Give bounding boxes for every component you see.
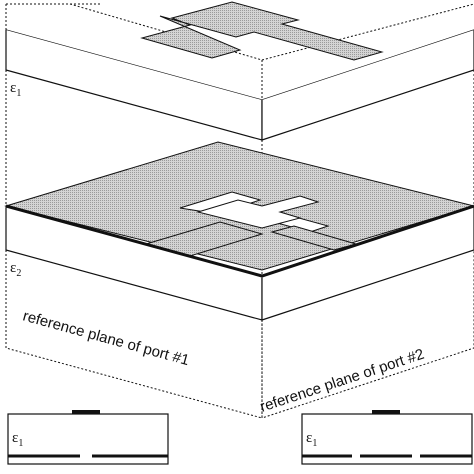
top-hidden-diagonal bbox=[69, 3, 474, 61]
cross-section-right-slot-b bbox=[412, 454, 420, 458]
bottom-slab-right-side bbox=[261, 208, 474, 321]
cross-section-right-slot-a bbox=[352, 454, 360, 458]
cross-section-right-top-strip bbox=[372, 410, 400, 414]
ground-plane-thick-edge bbox=[5, 204, 474, 278]
reference-plane-port2-outline bbox=[261, 250, 474, 419]
top-hidden-edges bbox=[5, 3, 263, 100]
top-slab-right-side bbox=[261, 30, 474, 141]
reference-plane-port2-label: reference plane of port #2 bbox=[258, 346, 426, 416]
cross-section-right: ε1 bbox=[301, 410, 473, 465]
cross-section-left-epsilon: ε1 bbox=[12, 430, 23, 449]
cross-section-left-top-strip bbox=[72, 410, 100, 414]
top-substrate-epsilon: ε1 bbox=[10, 80, 21, 99]
bottom-substrate-epsilon: ε2 bbox=[10, 260, 21, 279]
top-microstrip-patch bbox=[140, 1, 384, 61]
cross-section-right-epsilon: ε1 bbox=[306, 430, 317, 449]
top-substrate-layer: ε1 bbox=[5, 1, 474, 141]
cross-section-left-slot bbox=[80, 454, 92, 458]
ground-slot-aperture bbox=[196, 195, 320, 229]
reference-plane-port1-label: reference plane of port #1 bbox=[21, 307, 191, 369]
bottom-substrate-layer: ε2 bbox=[4, 141, 474, 321]
cross-section-left: ε1 bbox=[7, 410, 169, 465]
